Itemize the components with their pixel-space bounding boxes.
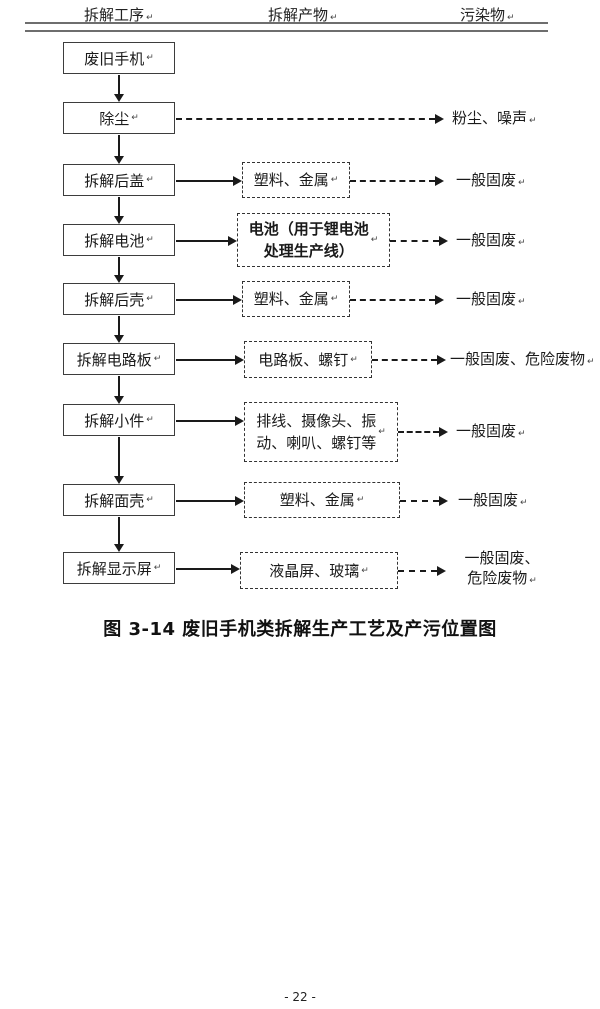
process-box-remove-rear-shell: 拆解后壳↵ — [63, 283, 175, 315]
paragraph-mark: ↵ — [518, 429, 526, 439]
product-box-small-parts: 排线、摄像头、振 动、喇叭、螺钉等↵ — [244, 402, 398, 462]
down-arrow — [113, 197, 125, 224]
process-box-remove-front-shell: 拆解面壳↵ — [63, 484, 175, 516]
paragraph-mark: ↵ — [378, 427, 386, 437]
down-arrow — [113, 257, 125, 283]
dashed-arrow — [400, 495, 448, 506]
paragraph-mark: ↵ — [146, 13, 154, 23]
paragraph-mark: ↵ — [356, 495, 365, 505]
paragraph-mark: ↵ — [146, 495, 154, 505]
process-box-remove-battery: 拆解电池↵ — [63, 224, 175, 256]
solid-arrow — [176, 415, 244, 426]
down-arrow — [113, 135, 125, 164]
paragraph-mark: ↵ — [370, 235, 379, 245]
paragraph-mark: ↵ — [520, 498, 528, 508]
product-box-plastic-metal-front-shell: 塑料、金属↵ — [244, 482, 400, 518]
paragraph-mark: ↵ — [587, 357, 595, 367]
solid-arrow — [176, 563, 240, 574]
paragraph-mark: ↵ — [518, 297, 526, 307]
paragraph-mark: ↵ — [518, 178, 526, 188]
paragraph-mark: ↵ — [146, 175, 154, 185]
process-box-waste-phone: 废旧手机↵ — [63, 42, 175, 74]
pollutant-label-dust-noise: 粉尘、噪声↵ — [452, 109, 537, 127]
column-header-product: 拆解产物↵ — [268, 6, 338, 24]
dashed-arrow — [350, 294, 444, 305]
product-box-plastic-metal-rear-shell: 塑料、金属↵ — [242, 281, 350, 317]
product-box-battery: 电池（用于锂电池 处理生产线）↵ — [237, 213, 390, 267]
header-double-rule-bottom — [25, 30, 548, 32]
paragraph-mark: ↵ — [153, 563, 162, 573]
paragraph-mark: ↵ — [330, 294, 339, 304]
paragraph-mark: ↵ — [330, 175, 339, 185]
process-box-remove-circuit-board: 拆解电路板↵ — [63, 343, 175, 375]
column-header-process: 拆解工序↵ — [84, 6, 154, 24]
process-box-remove-back-cover: 拆解后盖↵ — [63, 164, 175, 196]
paragraph-mark: ↵ — [146, 235, 154, 245]
paragraph-mark: ↵ — [146, 294, 154, 304]
paragraph-mark: ↵ — [529, 116, 537, 126]
down-arrow — [113, 517, 125, 552]
paragraph-mark: ↵ — [518, 238, 526, 248]
process-box-remove-display: 拆解显示屏↵ — [63, 552, 175, 584]
pollutant-label-general-hazardous-1: 一般固废、危险废物↵ — [450, 350, 595, 368]
dashed-arrow — [398, 565, 446, 576]
down-arrow — [113, 437, 125, 484]
process-box-dust-removal: 除尘↵ — [63, 102, 175, 134]
product-box-plastic-metal-back-cover: 塑料、金属↵ — [242, 162, 350, 198]
down-arrow — [113, 316, 125, 343]
down-arrow — [113, 75, 125, 102]
dashed-arrow — [398, 426, 448, 437]
pollutant-label-general-waste-2: 一般固废↵ — [456, 231, 526, 249]
dashed-arrow — [372, 354, 446, 365]
pollutant-label-general-waste-1: 一般固废↵ — [456, 171, 526, 189]
paragraph-mark: ↵ — [153, 354, 162, 364]
pollutant-label-general-waste-5: 一般固废↵ — [458, 491, 528, 509]
paragraph-mark: ↵ — [507, 13, 515, 23]
product-box-circuit-board-screws: 电路板、螺钉↵ — [244, 341, 372, 378]
pollutant-label-general-hazardous-2: 一般固废、 危险废物↵ — [464, 549, 540, 587]
paragraph-mark: ↵ — [146, 415, 154, 425]
page-number: - 22 - — [284, 990, 316, 1004]
paragraph-mark: ↵ — [131, 113, 139, 123]
figure-caption: 图 3-14 废旧手机类拆解生产工艺及产污位置图 — [103, 619, 497, 640]
column-header-pollutant: 污染物↵ — [460, 6, 515, 24]
down-arrow — [113, 376, 125, 404]
paragraph-mark: ↵ — [330, 13, 338, 23]
dashed-arrow — [390, 235, 448, 246]
product-box-lcd-glass: 液晶屏、玻璃↵ — [240, 552, 398, 589]
pollutant-label-general-waste-4: 一般固废↵ — [456, 422, 526, 440]
solid-arrow — [176, 294, 242, 305]
dashed-arrow — [350, 175, 444, 186]
solid-arrow — [176, 495, 244, 506]
dashed-arrow — [176, 113, 444, 124]
pollutant-label-general-waste-3: 一般固废↵ — [456, 290, 526, 308]
header-double-rule-top — [25, 22, 548, 24]
paragraph-mark: ↵ — [146, 53, 154, 63]
paragraph-mark: ↵ — [361, 565, 369, 576]
process-box-remove-small-parts: 拆解小件↵ — [63, 404, 175, 436]
solid-arrow — [176, 175, 242, 186]
paragraph-mark: ↵ — [350, 354, 358, 365]
solid-arrow — [176, 235, 237, 246]
solid-arrow — [176, 354, 244, 365]
paragraph-mark: ↵ — [529, 576, 537, 586]
